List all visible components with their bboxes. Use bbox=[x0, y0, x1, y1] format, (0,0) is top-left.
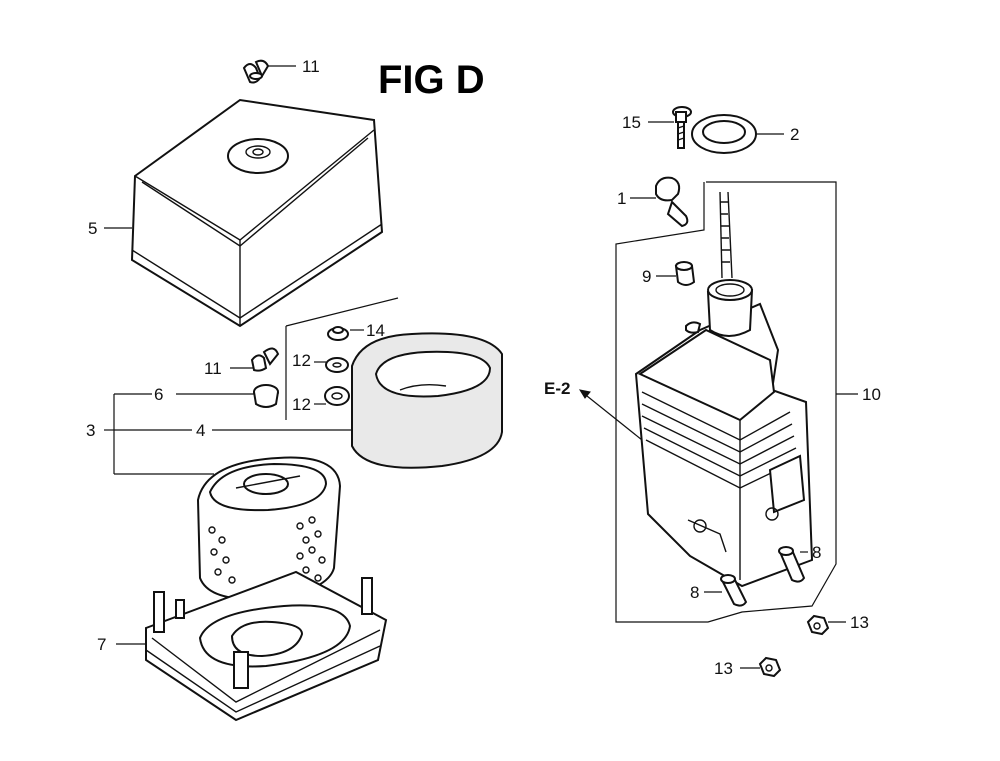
grommet-part bbox=[253, 384, 279, 408]
washer-part bbox=[324, 386, 350, 406]
air-cleaner-base-part bbox=[145, 570, 388, 722]
callout-12-b: 12 bbox=[292, 395, 311, 414]
callout-4: 4 bbox=[196, 421, 205, 440]
callout-bracket-10 bbox=[615, 181, 858, 623]
callout-14: 14 bbox=[366, 321, 385, 340]
wing-nut-part bbox=[250, 347, 280, 372]
callout-10: 10 bbox=[862, 385, 881, 404]
callout-13-b: 13 bbox=[714, 659, 733, 678]
callout-5: 5 bbox=[88, 219, 97, 238]
callout-bracket-12-14 bbox=[285, 297, 399, 420]
callout-13-a: 13 bbox=[850, 613, 869, 632]
callout-1: 1 bbox=[617, 189, 626, 208]
wing-nut-part bbox=[242, 59, 270, 84]
leader-arrow-icon bbox=[578, 389, 643, 441]
pin-part bbox=[778, 546, 806, 583]
flange-nut-part bbox=[758, 656, 782, 678]
callout-2: 2 bbox=[790, 125, 799, 144]
callout-12-a: 12 bbox=[292, 351, 311, 370]
callout-7: 7 bbox=[97, 635, 106, 654]
foam-element-part bbox=[351, 332, 503, 469]
callout-3: 3 bbox=[86, 421, 95, 440]
callout-8-a: 8 bbox=[812, 543, 821, 562]
callout-8-b: 8 bbox=[690, 583, 699, 602]
air-cleaner-cover-part bbox=[130, 98, 384, 328]
bolt-part bbox=[672, 106, 692, 149]
air-cleaner-elbow-housing-part bbox=[634, 191, 814, 588]
callout-11-mid: 11 bbox=[204, 359, 222, 378]
reference-label-e2: E-2 bbox=[544, 379, 570, 398]
nut-part bbox=[327, 326, 349, 341]
paper-filter-part bbox=[196, 456, 342, 601]
callout-bracket-3 bbox=[104, 393, 214, 475]
gasket-part bbox=[691, 114, 757, 154]
figure-title: FIG D bbox=[378, 58, 485, 102]
flange-nut-part bbox=[806, 614, 830, 636]
breather-fitting-part bbox=[655, 176, 689, 228]
callout-6: 6 bbox=[154, 385, 163, 404]
pin-part bbox=[720, 574, 748, 607]
callout-9: 9 bbox=[642, 267, 651, 286]
washer-part bbox=[325, 357, 349, 373]
callout-11-top: 11 bbox=[302, 57, 320, 76]
callout-15: 15 bbox=[622, 113, 641, 132]
tube-part bbox=[674, 261, 696, 286]
